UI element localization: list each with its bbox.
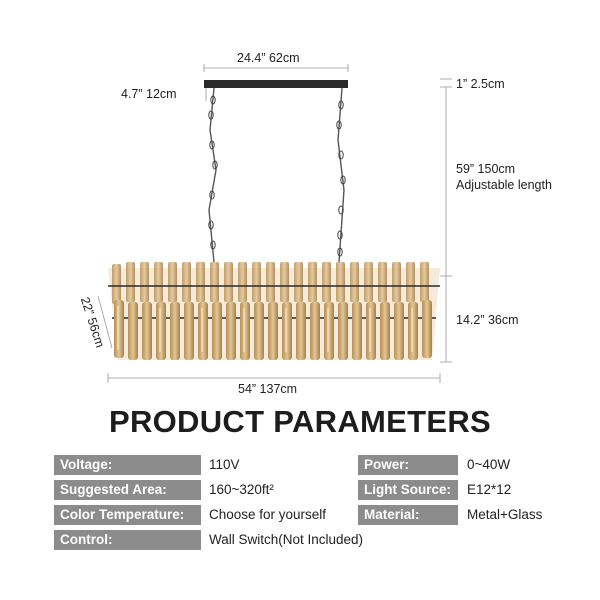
param-value-material: Metal+Glass — [467, 507, 543, 522]
dimension-lines — [97, 64, 452, 383]
dimension-body-height: 14.2” 36cm — [456, 313, 519, 327]
dimension-chain-note: Adjustable length — [456, 178, 552, 192]
dimension-canopy-height: 4.7” 12cm — [121, 87, 177, 101]
param-label-suggested-area: Suggested Area: — [54, 480, 201, 500]
glass-prisms-back — [112, 262, 429, 304]
param-value-light-source: E12*12 — [467, 482, 512, 497]
dimension-canopy-thickness: 1” 2.5cm — [456, 77, 505, 91]
canopy-bar — [204, 80, 348, 88]
param-label-voltage: Voltage: — [54, 455, 201, 475]
dimension-length: 54” 137cm — [238, 382, 298, 396]
param-value-control: Wall Switch(Not Included) — [209, 532, 364, 547]
suspension-chains — [208, 87, 345, 263]
param-value-voltage: 110V — [209, 457, 240, 472]
param-value-suggested-area: 160~320ft² — [209, 482, 274, 497]
dimension-width: 24.4” 62cm — [237, 51, 300, 65]
page-title: PRODUCT PARAMETERS — [108, 404, 491, 439]
param-label-light-source: Light Source: — [358, 480, 458, 500]
glass-highlights — [117, 306, 413, 352]
param-label-power: Power: — [358, 455, 458, 475]
chandelier-illustration — [97, 64, 452, 383]
param-label-material: Material: — [358, 505, 458, 525]
dimension-chain-length: 59” 150cm — [456, 162, 516, 176]
glass-prisms-front — [114, 300, 432, 360]
chandelier-body — [108, 262, 440, 360]
param-value-color-temperature: Choose for yourself — [209, 507, 327, 522]
param-value-power: 0~40W — [467, 457, 511, 472]
param-label-control: Control: — [54, 530, 201, 550]
chain-links — [208, 95, 346, 257]
param-label-color-temperature: Color Temperature: — [54, 505, 201, 525]
